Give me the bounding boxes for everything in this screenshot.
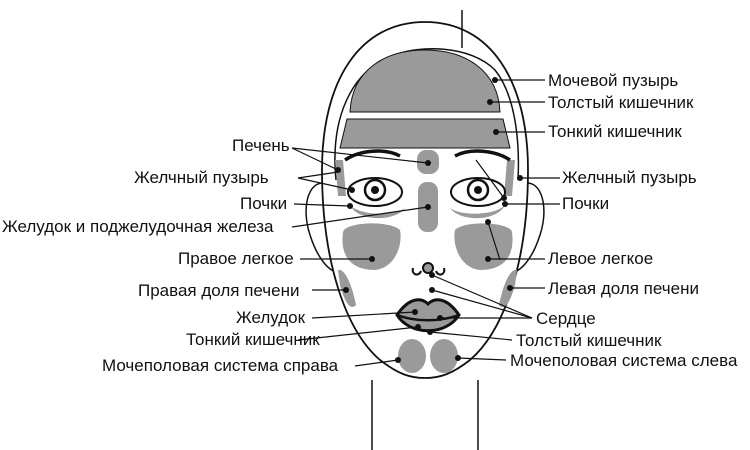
- nose-tip-heart-zone: [422, 262, 434, 274]
- label-right-lung: Правое легкое: [178, 249, 294, 268]
- label-large-intestine: Толстый кишечник: [548, 93, 694, 112]
- label-small-intestine-lower: Тонкий кишечник: [186, 330, 320, 349]
- label-heart: Сердце: [536, 309, 596, 328]
- label-urogenital-left: Мочеполовая система слева: [510, 351, 738, 370]
- left-eye: [450, 177, 506, 207]
- urogenital-right-zone: [398, 339, 426, 373]
- label-kidneys-left: Почки: [562, 194, 610, 213]
- label-left-lung: Левое легкое: [548, 249, 654, 268]
- label-right-liver-lobe: Правая доля печени: [138, 281, 300, 300]
- label-gallbladder-right: Желчный пузырь: [134, 168, 269, 187]
- hair-line: [334, 48, 520, 181]
- right-nostril: [411, 267, 422, 276]
- label-bladder: Мочевой пузырь: [548, 71, 679, 90]
- right-kidney-zone: [350, 205, 405, 219]
- right-eyebrow: [344, 149, 401, 162]
- left-nostril: [435, 267, 446, 276]
- marker-dots: [335, 77, 523, 363]
- left-temple-zone: [504, 160, 515, 196]
- label-left-liver-lobe: Левая доля печени: [548, 279, 699, 298]
- label-small-intestine: Тонкий кишечник: [548, 122, 682, 141]
- small-intestine-zone: [339, 118, 511, 149]
- large-intestine-zone: [349, 49, 501, 113]
- label-large-intestine-lower: Толстый кишечник: [516, 331, 662, 350]
- label-kidneys-right: Почки: [240, 194, 288, 213]
- neck-outline: [371, 380, 479, 450]
- urogenital-left-zone: [430, 339, 458, 373]
- leader-lines: [291, 79, 560, 367]
- label-stomach-pancreas: Желудок и поджелудочная железа: [2, 217, 274, 236]
- label-stomach: Желудок: [236, 308, 306, 327]
- right-eye: [347, 177, 403, 207]
- right-lung-zone: [342, 223, 401, 270]
- left-kidney-zone: [450, 205, 505, 219]
- mouth: [395, 298, 461, 333]
- left-eyebrow: [454, 149, 511, 162]
- label-urogenital-right: Мочеполовая система справа: [102, 356, 339, 375]
- label-liver: Печень: [232, 136, 290, 155]
- left-lung-zone: [454, 223, 513, 270]
- label-gallbladder-left: Желчный пузырь: [562, 168, 697, 187]
